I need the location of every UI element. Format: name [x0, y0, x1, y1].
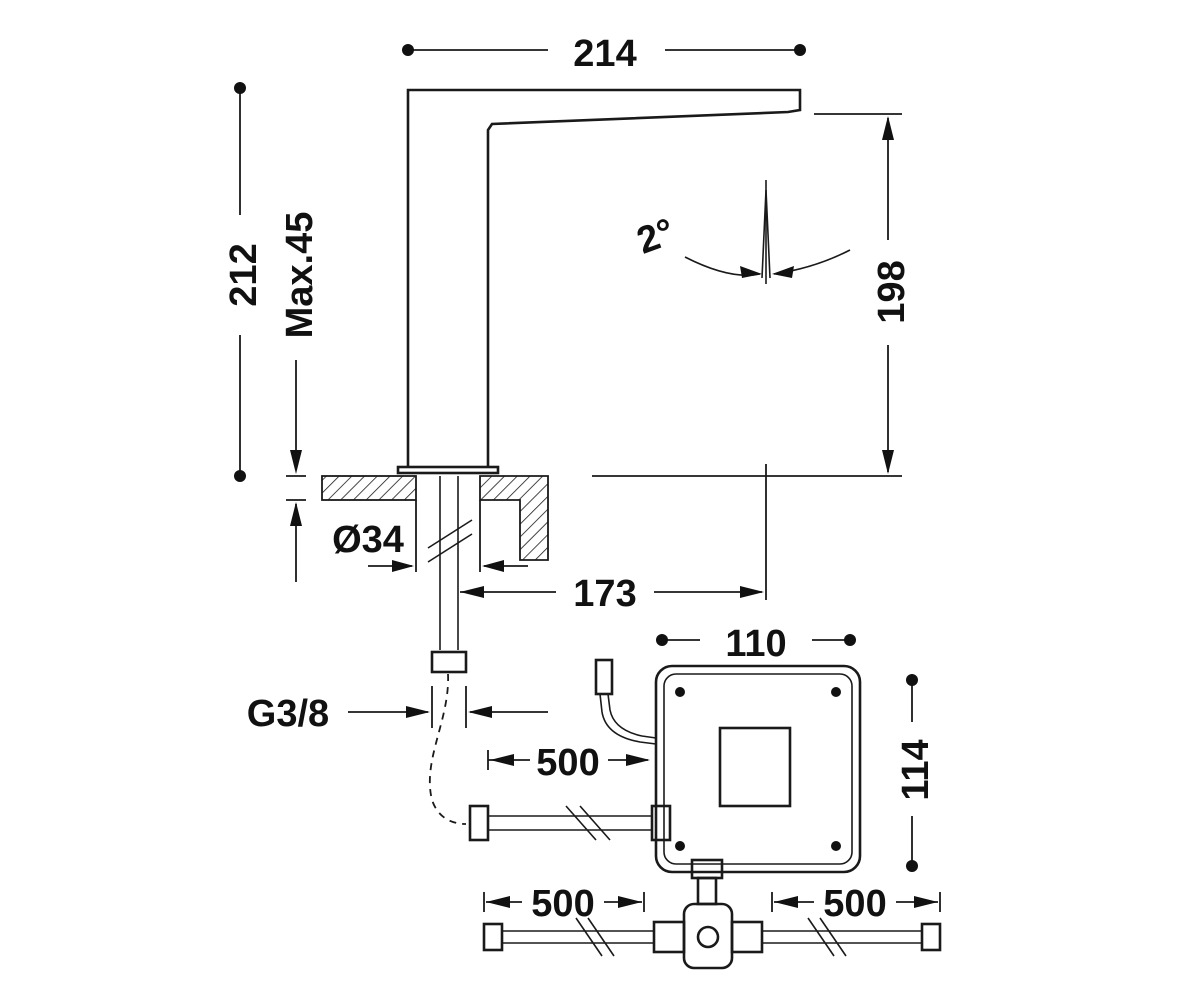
dim-spout-height-label: 198	[871, 260, 913, 323]
tilt-indicator	[684, 180, 851, 284]
hose-right-bottom	[762, 917, 942, 957]
mixing-valve	[652, 902, 764, 970]
dim-total-height-label: 212	[223, 243, 265, 306]
hose-left-bottom	[482, 917, 654, 957]
dim-hose-left: 500	[483, 883, 645, 925]
supply-shank	[427, 476, 473, 825]
dim-hole-diameter: Ø34	[332, 500, 528, 572]
dim-box-width: 110	[656, 623, 856, 665]
hose-inlet-side	[468, 804, 652, 842]
dim-spout-height: 198	[592, 113, 913, 477]
dim-spout-projection-label: 173	[573, 573, 636, 615]
dim-hose-left-label: 500	[531, 883, 594, 925]
dim-spout-length-label: 214	[573, 33, 636, 75]
dim-inlet-thread-label: G3/8	[247, 693, 329, 735]
dim-hose-right-label: 500	[823, 883, 886, 925]
dim-inlet-thread: G3/8	[247, 686, 548, 735]
dim-box-width-label: 110	[725, 623, 786, 665]
dim-cable-length: 500	[487, 742, 650, 784]
dim-box-height: 114	[895, 674, 937, 872]
dim-cable-length-label: 500	[536, 742, 599, 784]
dim-spout-projection: 173	[460, 464, 767, 615]
dim-box-height-label: 114	[895, 739, 937, 800]
dim-max-deck-label: Max.45	[279, 212, 321, 339]
dim-total-height: 212	[223, 82, 265, 482]
dim-max-deck: Max.45	[279, 212, 321, 582]
dim-tilt-angle-label: 2°	[632, 211, 681, 263]
dim-hole-diameter-label: Ø34	[332, 519, 404, 561]
faucet-body	[396, 88, 802, 475]
sensor-cable	[594, 658, 657, 745]
dim-spout-length: 214	[402, 33, 806, 75]
dim-hose-right: 500	[771, 883, 941, 925]
deck-countertop	[321, 475, 549, 561]
outlet-pipe	[690, 858, 724, 906]
control-box	[650, 664, 862, 874]
